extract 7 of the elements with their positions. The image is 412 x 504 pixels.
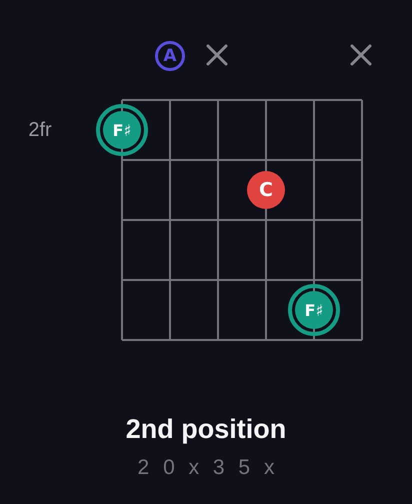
fret-label: 2fr — [27, 118, 53, 142]
finger-dot: F♯ — [288, 284, 340, 336]
finger-dot: F♯ — [96, 104, 148, 156]
fingering-text: 2 0 x 3 5 x — [136, 455, 278, 481]
open-string-marker: A — [155, 41, 185, 71]
finger-dot: C — [247, 171, 285, 209]
chord-title: 2nd position — [124, 413, 288, 445]
